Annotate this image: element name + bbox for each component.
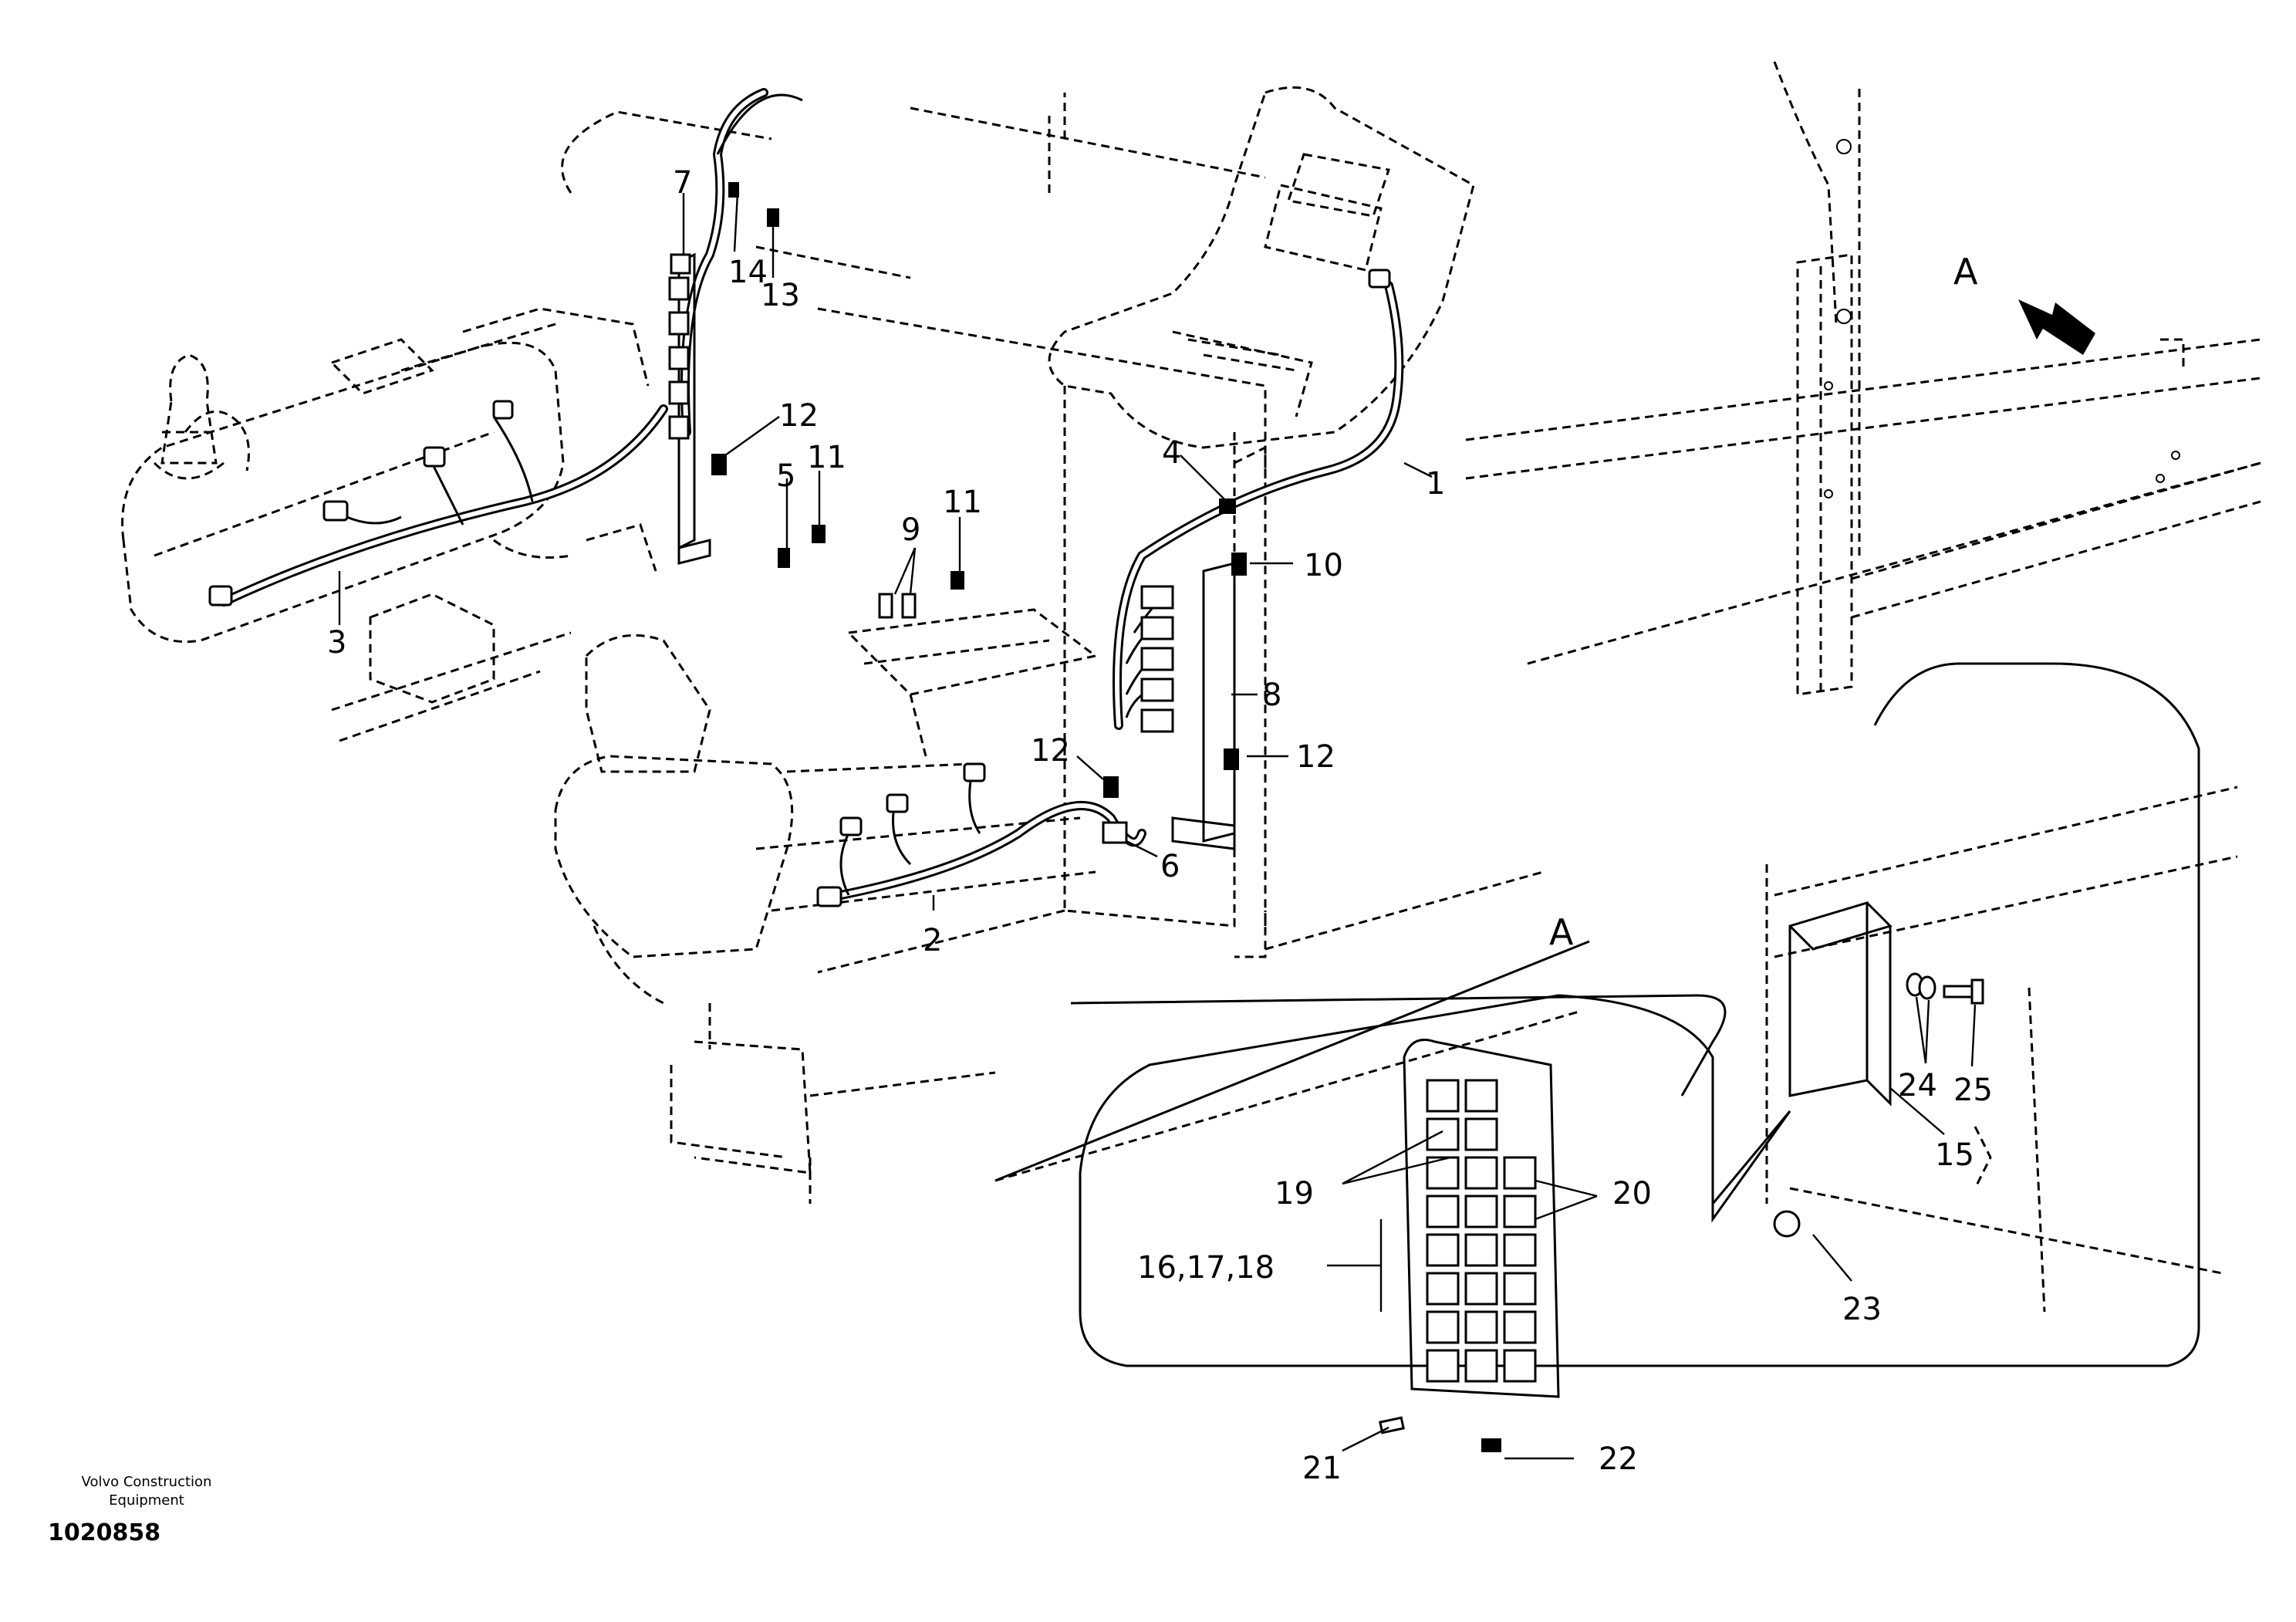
fuse-panel-16-17-18 <box>1379 1039 1560 1452</box>
callout-7: 7 <box>673 165 692 201</box>
cable-harness-7 <box>680 88 803 437</box>
company-name-line1: Volvo Construction <box>82 1474 212 1490</box>
callout-19: 19 <box>1275 1176 1314 1211</box>
leader-lines <box>338 192 1977 1460</box>
cable-harness-3 <box>208 400 668 607</box>
callout-22: 22 <box>1599 1441 1638 1477</box>
right-control-console <box>554 86 1475 1204</box>
callout-1: 1 <box>1426 466 1445 502</box>
washers-and-bolt <box>1906 972 1984 1005</box>
drawing-number: 1020858 <box>48 1519 160 1546</box>
relay-bracket-8 <box>1140 562 1236 850</box>
callout-23: 23 <box>1842 1292 1882 1327</box>
callout-3: 3 <box>327 625 346 661</box>
footer: Volvo Construction Equipment 1020858 <box>48 1474 211 1546</box>
callout-16-17-18: 16,17,18 <box>1137 1250 1275 1286</box>
left-control-console <box>121 307 657 742</box>
callout-4: 4 <box>1162 435 1181 471</box>
callout-21: 21 <box>1302 1451 1342 1486</box>
callout-5: 5 <box>776 458 795 494</box>
view-label: A <box>1953 251 1978 292</box>
callout-20: 20 <box>1612 1176 1652 1211</box>
callout-labels: 1 2 3 4 5 6 7 8 9 10 11 11 12 12 12 13 1… <box>327 165 1993 1486</box>
callout-11b: 11 <box>943 485 982 520</box>
callout-11a: 11 <box>807 440 846 475</box>
hardware-parts <box>711 182 1247 844</box>
callout-12c: 12 <box>1296 739 1335 775</box>
callout-15: 15 <box>1935 1137 1974 1173</box>
detail-view-frame <box>994 662 2200 1367</box>
fuse-box-15 <box>1765 786 2238 1313</box>
callout-14: 14 <box>728 255 768 290</box>
callout-2: 2 <box>923 923 942 958</box>
callout-13: 13 <box>761 278 800 313</box>
callout-10: 10 <box>1304 548 1343 583</box>
cab-frame-outline <box>561 93 2261 1182</box>
callout-8: 8 <box>1262 678 1281 713</box>
callout-9: 9 <box>901 512 920 548</box>
detail-label: A <box>1549 911 1574 953</box>
company-name-line2: Equipment <box>109 1492 184 1509</box>
cab-post <box>1773 61 2261 696</box>
callout-12a: 12 <box>779 398 819 434</box>
callout-25: 25 <box>1953 1073 1993 1108</box>
callout-12b: 12 <box>1031 733 1070 769</box>
fuse-grid <box>1426 1079 1537 1383</box>
callout-24: 24 <box>1898 1068 1937 1103</box>
relay-bracket-7 <box>668 252 711 565</box>
view-a-arrow <box>2018 299 2095 355</box>
callout-6: 6 <box>1160 849 1180 884</box>
